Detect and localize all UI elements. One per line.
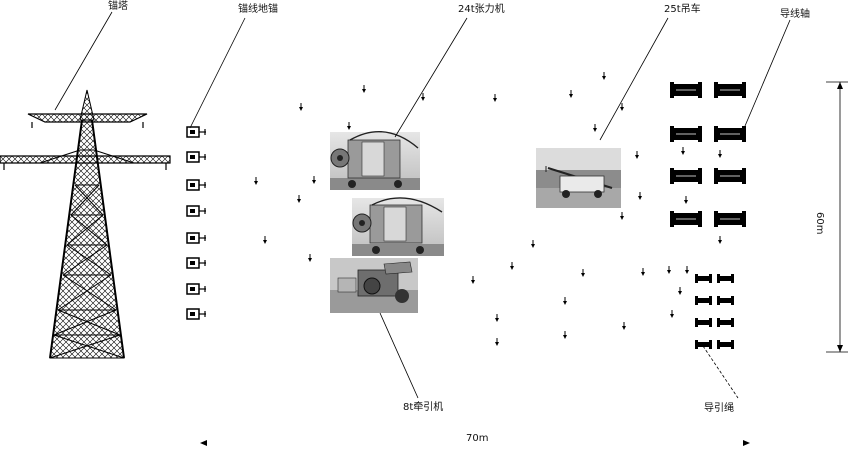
height-dimension	[826, 81, 848, 353]
ground-pegs	[254, 72, 722, 346]
ground-peg-icon	[308, 254, 312, 262]
crane-photo	[536, 148, 621, 208]
conductor-reel-icon	[670, 211, 702, 227]
ground-peg-icon	[493, 94, 497, 102]
tower-label: 锚塔	[108, 0, 128, 12]
ground-peg-icon	[641, 268, 645, 276]
conductor-reel-label: 导线轴	[780, 7, 810, 20]
anchor-tower	[0, 89, 171, 359]
ground-peg-icon	[563, 331, 567, 339]
conductor-reel-icon	[714, 168, 746, 184]
ground-peg-icon	[581, 269, 585, 277]
ground-peg-icon	[681, 147, 685, 155]
ground-peg-icon	[670, 310, 674, 318]
ground-anchor-icon	[186, 232, 206, 244]
tensioner-photo-1	[330, 131, 420, 190]
crane-label: 25t吊车	[664, 2, 701, 15]
ground-peg-icon	[297, 195, 301, 203]
ground-peg-icon	[622, 322, 626, 330]
tensioner-label: 24t张力机	[458, 2, 505, 15]
ground-peg-icon	[495, 338, 499, 346]
pilot-rope-reel-icon	[717, 296, 734, 305]
ground-peg-icon	[718, 150, 722, 158]
ground-anchor-icon	[186, 257, 206, 269]
ground-peg-icon	[620, 212, 624, 220]
ground-anchor-icon	[186, 151, 206, 163]
conductor-reel-icon	[670, 126, 702, 142]
puller-photo	[330, 258, 418, 313]
ground-anchor-icon	[186, 126, 206, 138]
pilot-rope-label: 导引绳	[704, 401, 734, 414]
puller-label: 8t牵引机	[403, 400, 443, 413]
pilot-rope-reel-icon	[717, 340, 734, 349]
ground-peg-icon	[667, 266, 671, 274]
ground-peg-icon	[638, 192, 642, 200]
conductor-reel-icon	[714, 211, 746, 227]
width-dimension	[200, 440, 750, 446]
ground-peg-icon	[684, 196, 688, 204]
width-label: 70m	[466, 433, 488, 444]
pilot-rope-reel-icon	[695, 296, 712, 305]
ground-anchor-icon	[186, 308, 206, 320]
ground-anchor-icon	[186, 283, 206, 295]
ground-anchors	[186, 126, 206, 320]
ground-peg-icon	[362, 85, 366, 93]
ground-peg-icon	[421, 93, 425, 101]
ground-peg-icon	[531, 240, 535, 248]
ground-peg-icon	[510, 262, 514, 270]
conductor-reels	[670, 82, 746, 227]
conductor-reel-icon	[670, 82, 702, 98]
ground-peg-icon	[685, 266, 689, 274]
ground-peg-icon	[602, 72, 606, 80]
pilot-rope-reels	[695, 274, 734, 349]
pilot-rope-reel-icon	[695, 340, 712, 349]
ground-peg-icon	[312, 176, 316, 184]
ground-peg-icon	[263, 236, 267, 244]
height-label: 60m	[814, 212, 825, 234]
conductor-reel-icon	[714, 82, 746, 98]
ground-peg-icon	[471, 276, 475, 284]
tensioner-photo-2	[352, 197, 444, 256]
pilot-rope-reel-icon	[717, 318, 734, 327]
pilot-rope-reel-icon	[695, 318, 712, 327]
pilot-rope-reel-icon	[717, 274, 734, 283]
ground-peg-icon	[718, 236, 722, 244]
ground-peg-icon	[620, 103, 624, 111]
ground-peg-icon	[563, 297, 567, 305]
conductor-reel-icon	[714, 126, 746, 142]
ground-peg-icon	[569, 90, 573, 98]
ground-peg-icon	[593, 124, 597, 132]
pilot-rope-reel-icon	[695, 274, 712, 283]
ground-peg-icon	[635, 151, 639, 159]
ground-peg-icon	[299, 103, 303, 111]
ground-peg-icon	[254, 177, 258, 185]
ground-anchor-icon	[186, 179, 206, 191]
ground-peg-icon	[678, 287, 682, 295]
ground-anchor-label: 锚线地锚	[238, 2, 278, 15]
ground-peg-icon	[495, 314, 499, 322]
conductor-reel-icon	[670, 168, 702, 184]
ground-peg-icon	[347, 122, 351, 130]
ground-anchor-icon	[186, 205, 206, 217]
